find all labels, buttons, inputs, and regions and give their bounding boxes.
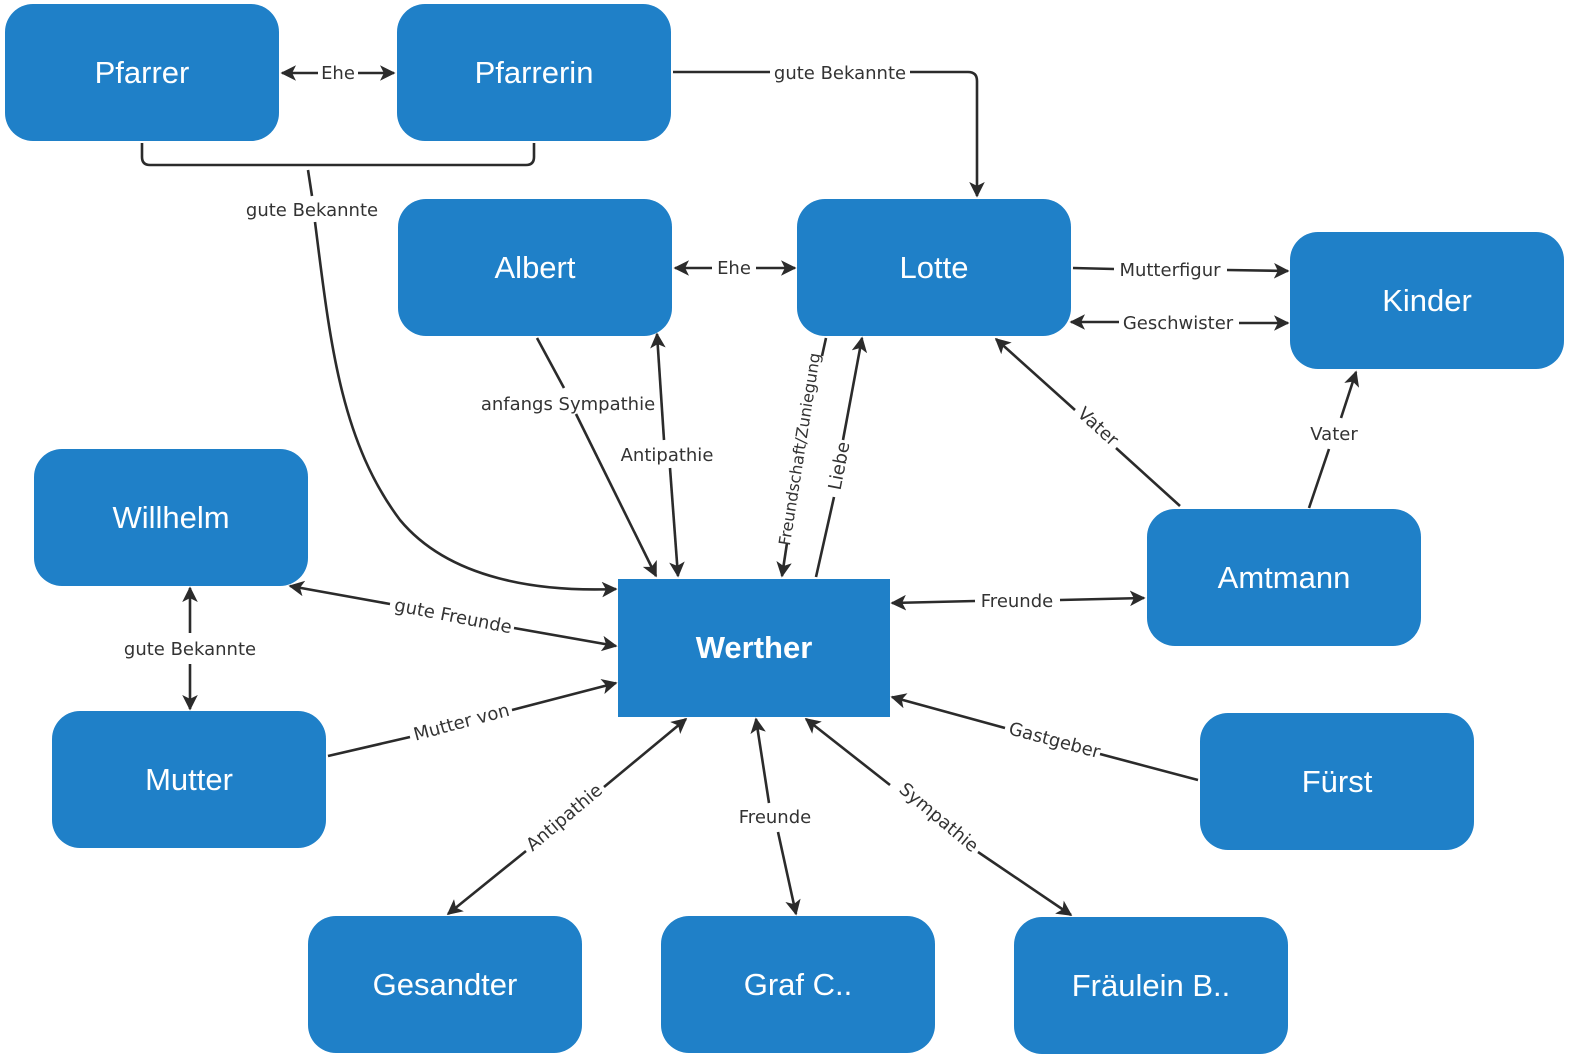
- edge-lotte-werther-freundschaft[interactable]: Freundschaft/Zuniegung: [775, 337, 828, 578]
- edge-mutter-werther-mutter-von[interactable]: Mutter von: [327, 678, 618, 758]
- node-label: Fürst: [1301, 763, 1373, 799]
- edge-label: anfangs Sympathie: [481, 394, 655, 415]
- edge-label: Antipathie: [621, 445, 714, 466]
- node-label: Gesandter: [372, 966, 518, 1002]
- node-label: Willhelm: [112, 499, 230, 535]
- edge-pfarrer-pfarrerin-ehe[interactable]: Ehe: [280, 63, 396, 84]
- edge-werther-lotte-liebe[interactable]: Liebe: [814, 336, 868, 578]
- edge-willhelm-werther-gute-freunde[interactable]: gute Freunde: [288, 580, 618, 652]
- edge-label: Vater: [1310, 424, 1358, 445]
- edge-label: Freunde: [981, 591, 1053, 612]
- edge-albert-werther-anfangs-sympathie[interactable]: anfangs Sympathie: [481, 337, 658, 578]
- edge-label: Geschwister: [1123, 313, 1234, 334]
- node-willhelm[interactable]: Willhelm: [34, 449, 308, 586]
- edge-label: Vater: [1073, 403, 1123, 451]
- edge-label: Liebe: [825, 440, 855, 492]
- node-kinder[interactable]: Kinder: [1290, 232, 1564, 369]
- edge-fraeulein-werther-sympathie[interactable]: Sympathie: [804, 717, 1073, 917]
- edge-graf-werther-freunde[interactable]: Freunde: [739, 717, 811, 916]
- node-label: Werther: [695, 630, 813, 665]
- edge-label: Mutterfigur: [1119, 260, 1221, 281]
- node-fraeulein[interactable]: Fräulein B..: [1014, 917, 1288, 1054]
- edge-albert-lotte-ehe[interactable]: Ehe: [673, 258, 797, 279]
- node-lotte[interactable]: Lotte: [797, 199, 1071, 336]
- edge-lotte-kinder-mutterfigur[interactable]: Mutterfigur: [1072, 260, 1290, 281]
- edge-amtmann-kinder-vater[interactable]: Vater: [1307, 370, 1360, 509]
- node-pfarrer[interactable]: Pfarrer: [5, 4, 279, 141]
- edge-label: gute Bekannte: [124, 639, 256, 660]
- edge-gesandter-werther-antipathie[interactable]: Antipathie: [446, 717, 688, 916]
- edge-label: gute Bekannte: [774, 63, 906, 84]
- edge-label: Ehe: [717, 258, 751, 279]
- node-mutter[interactable]: Mutter: [52, 711, 326, 848]
- edge-label: Ehe: [321, 63, 355, 84]
- edge-werther-amtmann-freunde[interactable]: Freunde: [890, 590, 1146, 612]
- edge-fuerst-werther-gastgeber[interactable]: Gastgeber: [890, 693, 1199, 782]
- edge-amtmann-lotte-vater[interactable]: Vater: [994, 337, 1181, 507]
- edge-label: Mutter von: [411, 700, 511, 746]
- node-label: Pfarrerin: [474, 54, 594, 90]
- edge-label: Sympathie: [895, 779, 983, 857]
- node-label: Lotte: [899, 249, 969, 285]
- edge-albert-werther-antipathie[interactable]: Antipathie: [621, 332, 714, 578]
- node-label: Kinder: [1382, 282, 1472, 318]
- edge-pfarrerin-lotte-gute-bekannte[interactable]: gute Bekannte: [673, 63, 985, 198]
- node-label: Fräulein B..: [1071, 967, 1231, 1003]
- node-label: Amtmann: [1217, 559, 1351, 595]
- node-gesandter[interactable]: Gesandter: [308, 916, 582, 1053]
- node-label: Albert: [494, 249, 576, 285]
- edge-label: Antipathie: [522, 780, 607, 856]
- node-label: Graf C..: [743, 966, 853, 1002]
- node-pfarrerin[interactable]: Pfarrerin: [397, 4, 671, 141]
- edge-label: gute Bekannte: [246, 200, 378, 221]
- edge-willhelm-mutter-gute-bekannte[interactable]: gute Bekannte: [124, 586, 256, 711]
- edge-pfarrpaar-werther-gute-bekannte[interactable]: gute Bekannte: [140, 143, 618, 598]
- edge-label: gute Freunde: [393, 595, 514, 638]
- node-fuerst[interactable]: Fürst: [1200, 713, 1474, 850]
- node-werther[interactable]: Werther: [618, 579, 890, 717]
- node-label: Mutter: [145, 761, 233, 797]
- edge-label: Gastgeber: [1006, 718, 1103, 763]
- node-graf[interactable]: Graf C..: [661, 916, 935, 1053]
- edge-lotte-kinder-geschwister[interactable]: Geschwister: [1069, 313, 1290, 334]
- node-label: Pfarrer: [94, 54, 190, 90]
- edge-label: Freunde: [739, 807, 811, 828]
- node-amtmann[interactable]: Amtmann: [1147, 509, 1421, 646]
- edge-label: Freundschaft/Zuniegung: [775, 351, 824, 546]
- node-albert[interactable]: Albert: [398, 199, 672, 336]
